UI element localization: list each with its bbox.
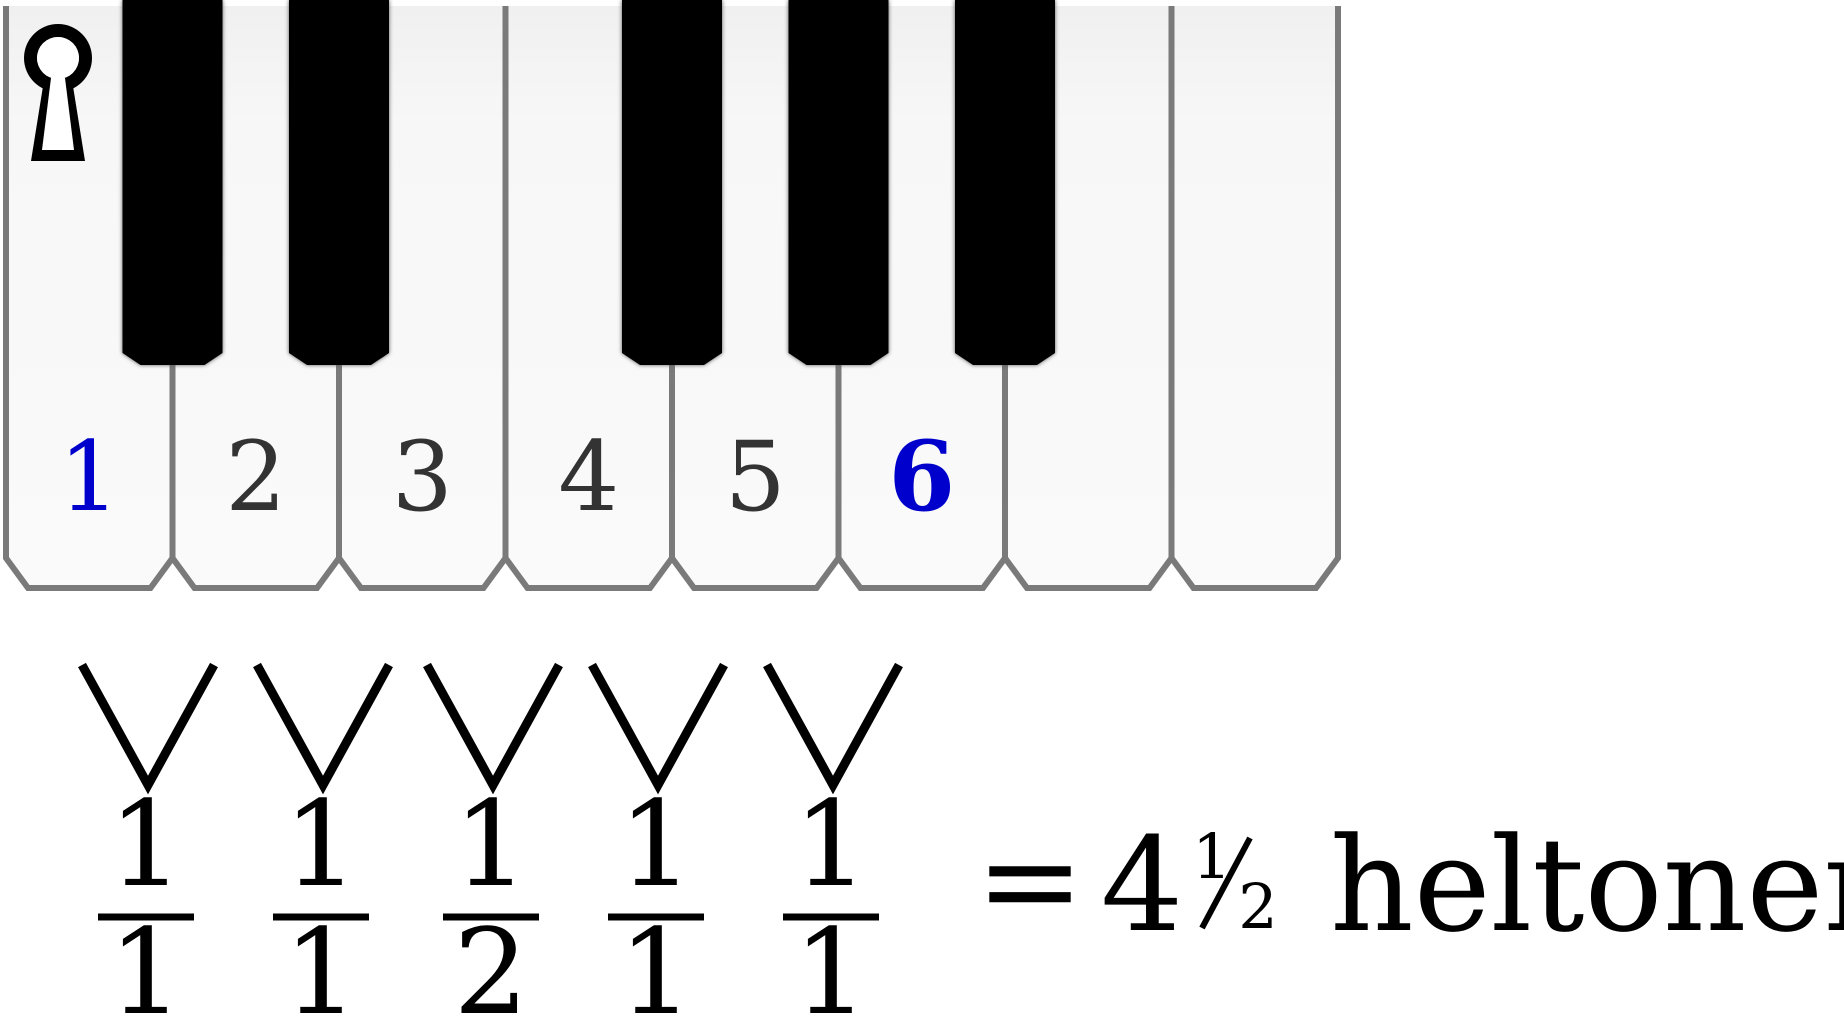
- step-numerator: 1: [618, 775, 693, 913]
- black-key[interactable]: [122, 0, 223, 365]
- white-key-label: 5: [725, 421, 786, 533]
- unit-label: heltoner: [1330, 809, 1844, 961]
- black-key[interactable]: [289, 0, 389, 365]
- step-denominator: 2: [453, 903, 528, 1017]
- white-key-label: 1: [59, 421, 120, 533]
- step-numerator: 1: [793, 775, 868, 913]
- white-key-label: 4: [558, 421, 619, 533]
- step-symbol: [423, 662, 563, 795]
- equation-result: = 4 1 2 heltoner: [976, 804, 1844, 961]
- equals-sign: =: [976, 804, 1085, 956]
- step-symbol: [78, 662, 218, 795]
- step-symbols: [78, 662, 903, 795]
- step-denominator: 1: [283, 903, 358, 1017]
- white-key-label: 3: [392, 421, 453, 533]
- step-symbol: [253, 662, 393, 795]
- step-symbol: [588, 662, 728, 795]
- step-denominator: 1: [618, 903, 693, 1017]
- black-keys: [122, 0, 1055, 558]
- white-key-label: 2: [225, 421, 286, 533]
- step-numerator: 1: [453, 775, 528, 913]
- step-symbol: [763, 662, 903, 795]
- step-numerator: 1: [283, 775, 358, 913]
- black-key[interactable]: [622, 0, 722, 365]
- step-numerator: 1: [108, 775, 183, 913]
- half-denominator: 2: [1238, 870, 1277, 943]
- black-key[interactable]: [788, 0, 889, 365]
- black-key[interactable]: [955, 0, 1055, 365]
- half-fraction: 1 2: [1192, 820, 1277, 943]
- whole-number: 4: [1101, 809, 1184, 961]
- step-denominator: 1: [793, 903, 868, 1017]
- keyhole-icon: [24, 24, 92, 161]
- step-denominator: 1: [108, 903, 183, 1017]
- white-key-label: 6: [888, 420, 955, 533]
- white-key[interactable]: [1168, 6, 1341, 591]
